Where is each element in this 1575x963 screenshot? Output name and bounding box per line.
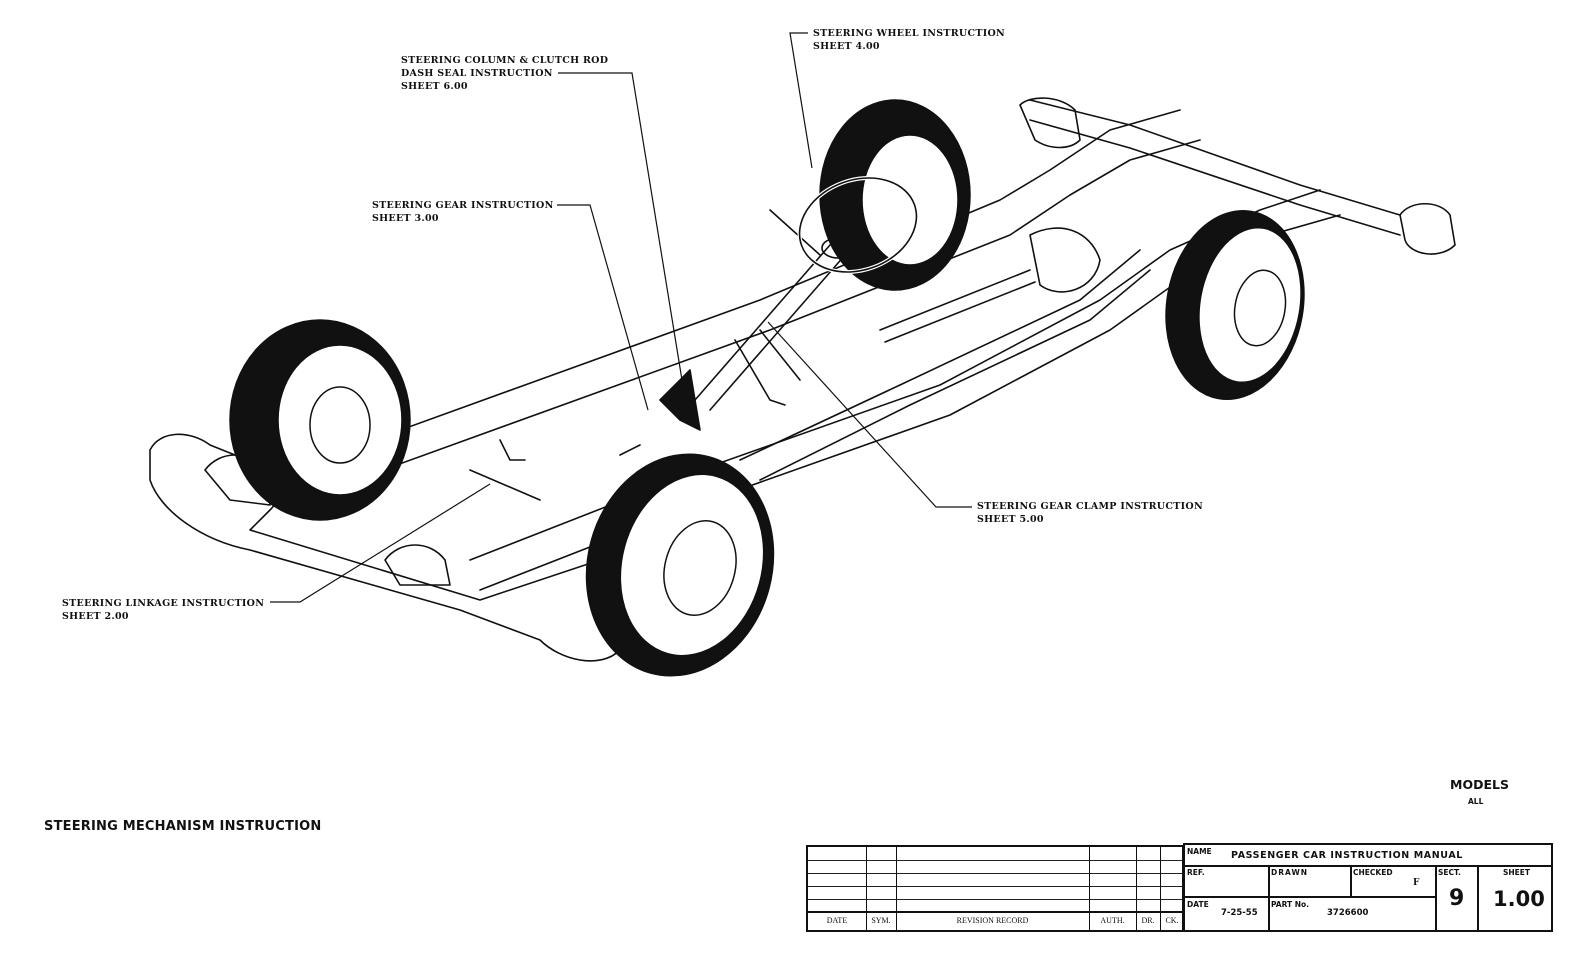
leader-steering-column — [558, 72, 683, 381]
callout-line: STEERING GEAR CLAMP INSTRUCTION — [977, 501, 1203, 512]
title-block: NAME PASSENGER CAR INSTRUCTION MANUAL RE… — [1183, 843, 1553, 932]
section-label: SECT. — [1438, 868, 1461, 877]
revision-header-record: REVISION RECORD — [956, 915, 1029, 925]
divider — [1185, 865, 1551, 867]
models-label: MODELS — [1450, 777, 1509, 792]
callout-steering-gear: STEERING GEAR INSTRUCTION SHEET 3.00 — [372, 199, 554, 225]
revision-header-date: DATE — [826, 915, 848, 925]
pedals — [734, 329, 801, 406]
document-title: STEERING MECHANISM INSTRUCTION — [44, 819, 322, 834]
revision-row-divider — [808, 860, 1182, 861]
differential — [1029, 227, 1101, 293]
sheet-value: 1.00 — [1493, 887, 1545, 911]
checked-label: CHECKED — [1353, 868, 1393, 877]
leader-lines — [270, 32, 972, 603]
callout-steering-wheel: STEERING WHEEL INSTRUCTION SHEET 4.00 — [813, 27, 1005, 53]
revision-row-divider — [808, 873, 1182, 874]
revision-header-divider — [808, 911, 1182, 913]
callout-steering-gear-clamp: STEERING GEAR CLAMP INSTRUCTION SHEET 5.… — [977, 500, 1203, 526]
revision-row-divider — [808, 899, 1182, 900]
part-number-label: PART No. — [1271, 900, 1310, 909]
callout-line: STEERING WHEEL INSTRUCTION — [813, 28, 1006, 39]
front-right-wheel — [585, 453, 775, 677]
revision-header-auth: AUTH. — [1100, 915, 1125, 925]
callout-sheet: SHEET 2.00 — [62, 611, 129, 622]
callout-sheet: SHEET 5.00 — [977, 514, 1044, 525]
revision-record-block: DATE SYM. REVISION RECORD AUTH. DR. CK. — [806, 845, 1184, 932]
callout-steering-column-dash-seal: STEERING COLUMN & CLUTCH ROD DASH SEAL I… — [401, 54, 608, 93]
revision-col-divider — [1136, 847, 1137, 930]
revision-header-dr: DR. — [1141, 915, 1155, 925]
wheels — [229, 99, 1305, 677]
date-label: DATE — [1187, 900, 1209, 909]
checked-value: F — [1413, 878, 1420, 888]
divider — [1477, 865, 1479, 930]
ref-label: REF. — [1187, 868, 1205, 877]
revision-header-sym: SYM. — [871, 915, 891, 925]
leader-steering-gear — [557, 204, 649, 411]
callout-line: DASH SEAL INSTRUCTION — [401, 68, 553, 79]
revision-col-divider — [866, 847, 867, 930]
name-label: NAME — [1187, 847, 1212, 856]
revision-header-ck: CK. — [1165, 915, 1179, 925]
leader-steering-linkage — [270, 483, 491, 603]
rear-right-wheel — [1165, 209, 1305, 401]
callout-steering-linkage: STEERING LINKAGE INSTRUCTION SHEET 2.00 — [62, 597, 264, 623]
front-left-wheel — [229, 319, 411, 521]
section-value: 9 — [1449, 886, 1465, 911]
rear-bumper — [1019, 97, 1456, 255]
drive-shaft — [879, 269, 1036, 343]
callout-sheet: SHEET 3.00 — [372, 213, 439, 224]
divider — [1350, 865, 1352, 896]
divider — [1435, 865, 1437, 930]
steering-linkage — [469, 439, 641, 501]
divider — [1185, 896, 1435, 898]
part-number-value: 3726600 — [1327, 908, 1369, 918]
name-value: PASSENGER CAR INSTRUCTION MANUAL — [1231, 850, 1463, 861]
revision-row-divider — [808, 886, 1182, 887]
steering-gear — [659, 369, 701, 431]
models-value: ALL — [1468, 797, 1484, 806]
rear-left-wheel — [819, 99, 971, 291]
revision-col-divider — [1089, 847, 1090, 930]
leader-steering-gear-clamp — [767, 321, 972, 508]
date-value: 7-25-55 — [1221, 908, 1258, 918]
revision-col-divider — [896, 847, 897, 930]
drawn-label: DRAWN — [1271, 868, 1309, 877]
callout-sheet: SHEET 6.00 — [401, 81, 468, 92]
callout-line: STEERING GEAR INSTRUCTION — [372, 200, 554, 211]
sheet-label: SHEET — [1503, 868, 1531, 877]
callout-line: STEERING LINKAGE INSTRUCTION — [62, 598, 265, 609]
callout-line: STEERING COLUMN & CLUTCH ROD — [401, 55, 609, 66]
leader-steering-wheel — [789, 32, 813, 169]
callout-sheet: SHEET 4.00 — [813, 41, 880, 52]
divider — [1268, 865, 1270, 930]
revision-col-divider — [1160, 847, 1161, 930]
